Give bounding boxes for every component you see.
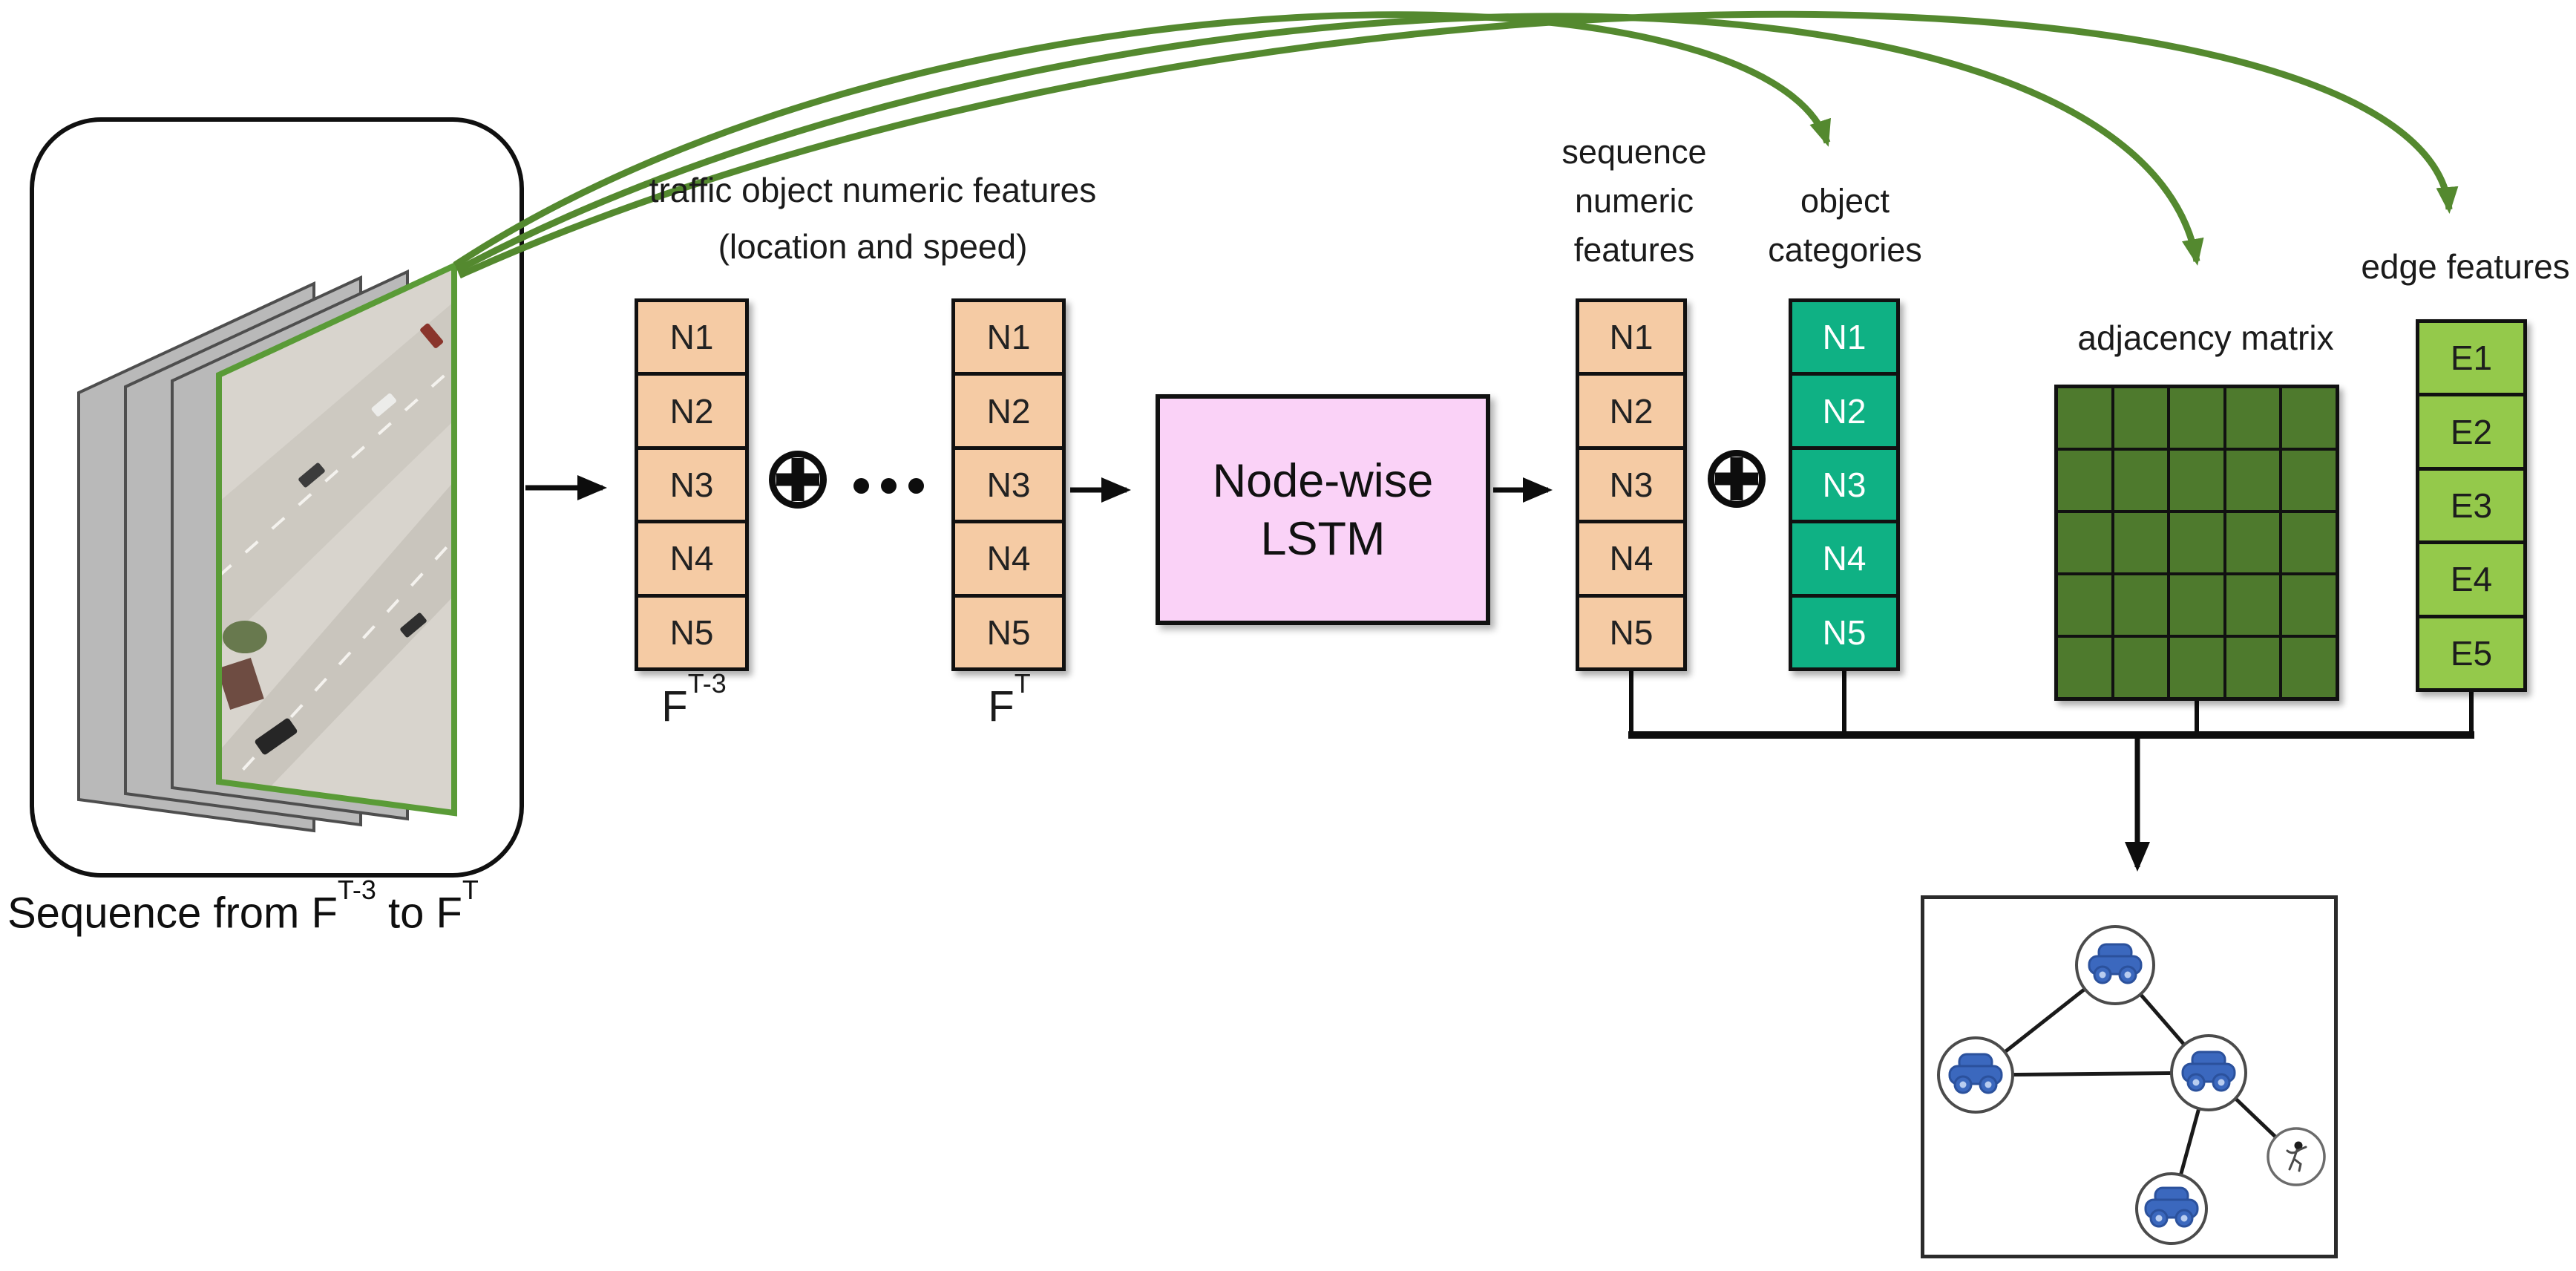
adjacency-cell [2112,574,2169,636]
adjacency-cell [2281,449,2337,512]
ellipsis-icon [853,478,928,496]
adjacency-cell [2112,636,2169,699]
traffic-features-label-line2: (location and speed) [718,227,1028,266]
sequence-caption: Sequence from FT-3 to FT [7,875,479,938]
node-wise-lstm-box: Node-wise LSTM [1156,394,1490,625]
edge-cell: E5 [2419,618,2523,689]
adjacency-cell [2112,387,2169,449]
lstm-label-line2: LSTM [1260,512,1386,565]
node-cell: N3 [1579,449,1683,524]
sequence-frames-box [30,117,524,878]
object-categories-label: object categories [1768,182,1922,269]
adjacency-cell [2281,574,2337,636]
adjacency-cell [2224,449,2281,512]
node-cell: N4 [638,523,745,598]
category-cell: N4 [1792,523,1896,598]
adjacency-cell [2169,636,2225,699]
adjacency-cell [2056,387,2113,449]
edge-cell: E1 [2419,323,2523,397]
frame-t-label: FT [988,668,1031,731]
concat-plus-circle-icon [1708,450,1766,508]
output-graph-box [1921,895,2338,1258]
category-cell: N1 [1792,302,1896,376]
edge-cell: E4 [2419,544,2523,618]
adjacency-cell [2224,512,2281,574]
node-cell: N1 [638,302,745,376]
edge-cell: E2 [2419,396,2523,471]
adjacency-cell [2112,512,2169,574]
concat-plus-circle-icon [769,451,827,509]
adjacency-cell [2112,449,2169,512]
traffic-features-label: traffic object numeric features (locatio… [649,162,1097,275]
node-cell: N1 [955,302,1062,376]
category-cell: N5 [1792,597,1896,668]
adjacency-cell [2169,574,2225,636]
adjacency-cell [2169,449,2225,512]
bus-connectors [1628,671,2474,739]
edge-features-label: edge features [2361,247,2570,286]
adjacency-cell [2224,387,2281,449]
node-cell: N5 [955,597,1062,668]
adjacency-cell [2224,636,2281,699]
adjacency-matrix-label: adjacency matrix [2077,318,2334,357]
node-cell: N3 [638,449,745,524]
adjacency-cell [2056,512,2113,574]
node-cell: N5 [1579,597,1683,668]
node-cell: N4 [955,523,1062,598]
edge-cell: E3 [2419,470,2523,545]
adjacency-cell [2169,512,2225,574]
node-cell: N1 [1579,302,1683,376]
node-cell: N2 [955,376,1062,450]
sequence-numeric-features-label: sequence numeric features [1561,133,1707,269]
adjacency-cell [2056,574,2113,636]
frame-t-minus-3-label: FT-3 [661,668,727,731]
lstm-label-line1: Node-wise [1212,454,1434,507]
adjacency-cell [2169,387,2225,449]
node-cell: N5 [638,597,745,668]
adjacency-cell [2056,636,2113,699]
adjacency-cell [2056,449,2113,512]
node-cell: N2 [638,376,745,450]
adjacency-cell [2281,512,2337,574]
category-cell: N2 [1792,376,1896,450]
node-cell: N4 [1579,523,1683,598]
adjacency-cell [2281,636,2337,699]
adjacency-cell [2281,387,2337,449]
node-cell: N2 [1579,376,1683,450]
traffic-features-label-line1: traffic object numeric features [649,171,1097,209]
category-cell: N3 [1792,449,1896,524]
node-cell: N3 [955,449,1062,524]
adjacency-matrix-grid [2054,385,2339,701]
adjacency-cell [2224,574,2281,636]
